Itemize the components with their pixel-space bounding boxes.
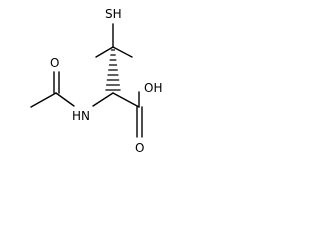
stereo-hashed-wedge: [105, 49, 121, 91]
atom-label-nh: HN: [72, 109, 90, 123]
bond-cacyl-methyl: [30, 92, 57, 108]
bond-c-methyl-1: [95, 46, 114, 58]
bond-calpha-n: [92, 92, 114, 107]
structural-formula: SH OH HN O O: [30, 7, 162, 155]
bond-calpha-ccarboxyl: [112, 92, 140, 108]
atom-label-oh: OH: [144, 81, 162, 95]
bond-c-methyl-2: [112, 46, 133, 58]
atom-label-sh: SH: [105, 7, 122, 21]
bond-n-cacyl: [55, 92, 75, 107]
atom-label-o-carbonyl: O: [135, 141, 144, 155]
atom-label-o-acetyl: O: [50, 56, 59, 70]
